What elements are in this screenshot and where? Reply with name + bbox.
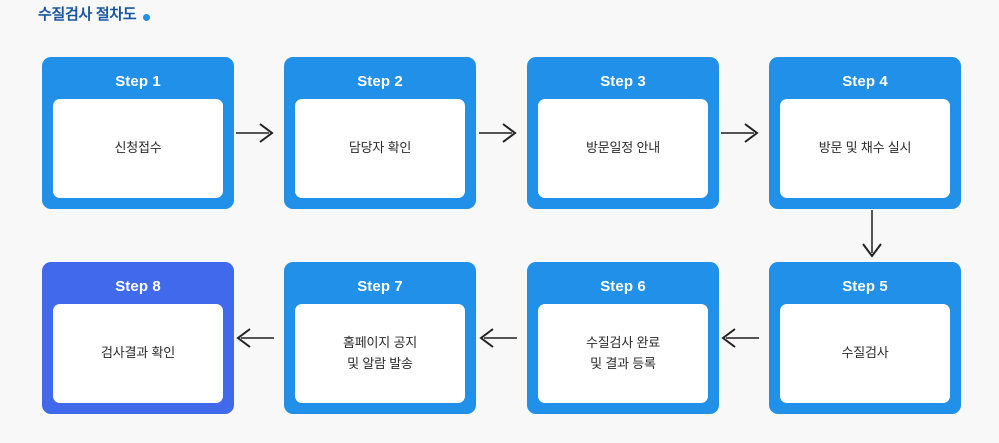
step-text-8: 검사결과 확인: [101, 345, 175, 361]
step-text-5: 수질검사: [841, 345, 889, 361]
step-box-3[interactable]: Step 3 방문일정 안내: [527, 57, 719, 209]
step-label-2: Step 2: [357, 73, 403, 90]
step-text-1: 신청접수: [114, 140, 162, 156]
step-card-1: 신청접수: [53, 99, 223, 198]
step-text-6: 수질검사 완료 및 결과 등록: [586, 335, 660, 371]
title-dot-icon: [143, 13, 151, 21]
step-label-3: Step 3: [600, 73, 646, 90]
step-label-8: Step 8: [115, 278, 161, 295]
arrow-left-icon-step5-step6: [721, 326, 759, 350]
step-box-1[interactable]: Step 1 신청접수: [42, 57, 234, 209]
step-box-2[interactable]: Step 2 담당자 확인: [284, 57, 476, 209]
arrow-down-icon-step4-step5: [860, 210, 884, 258]
step-card-4: 방문 및 채수 실시: [780, 99, 950, 198]
step-label-4: Step 4: [842, 73, 888, 90]
step-box-4[interactable]: Step 4 방문 및 채수 실시: [769, 57, 961, 209]
step-text-3: 방문일정 안내: [586, 140, 660, 156]
step-box-5[interactable]: Step 5 수질검사: [769, 262, 961, 414]
step-label-5: Step 5: [842, 278, 888, 295]
step-box-6[interactable]: Step 6 수질검사 완료 및 결과 등록: [527, 262, 719, 414]
arrow-right-icon-step3-step4: [721, 121, 759, 145]
page-title-text: 수질검사 절차도: [38, 6, 137, 23]
step-box-8[interactable]: Step 8 검사결과 확인: [42, 262, 234, 414]
step-card-7: 홈페이지 공지 및 알람 발송: [295, 304, 465, 403]
step-text-7: 홈페이지 공지 및 알람 발송: [343, 335, 417, 371]
step-label-6: Step 6: [600, 278, 646, 295]
step-text-4: 방문 및 채수 실시: [818, 140, 912, 156]
arrow-right-icon-step1-step2: [236, 121, 274, 145]
page-title: 수질검사 절차도: [38, 6, 151, 23]
step-card-5: 수질검사: [780, 304, 950, 403]
step-card-8: 검사결과 확인: [53, 304, 223, 403]
arrow-left-icon-step6-step7: [479, 326, 517, 350]
arrow-right-icon-step2-step3: [479, 121, 517, 145]
step-label-7: Step 7: [357, 278, 403, 295]
step-card-6: 수질검사 완료 및 결과 등록: [538, 304, 708, 403]
arrow-left-icon-step7-step8: [236, 326, 274, 350]
step-box-7[interactable]: Step 7 홈페이지 공지 및 알람 발송: [284, 262, 476, 414]
step-label-1: Step 1: [115, 73, 161, 90]
step-card-3: 방문일정 안내: [538, 99, 708, 198]
step-text-2: 담당자 확인: [348, 140, 412, 156]
step-card-2: 담당자 확인: [295, 99, 465, 198]
